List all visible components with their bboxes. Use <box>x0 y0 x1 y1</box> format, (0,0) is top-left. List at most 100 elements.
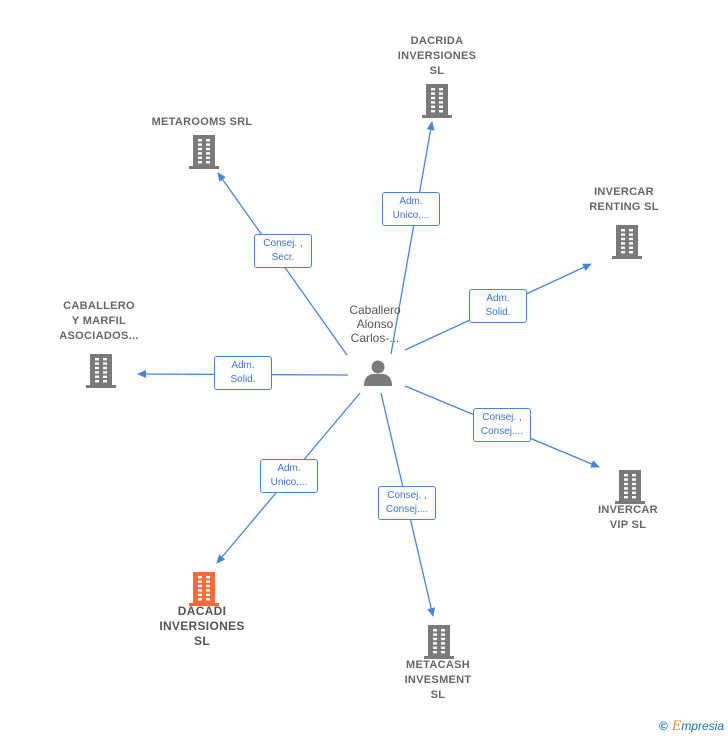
building-window <box>95 380 99 383</box>
building-window <box>629 251 633 254</box>
company-name-invercar-renting[interactable]: INVERCAR RENTING SL <box>589 186 659 213</box>
building-window <box>433 637 437 641</box>
building-icon[interactable] <box>86 354 116 388</box>
building-window <box>431 101 435 104</box>
building-window <box>439 92 443 95</box>
building-window <box>439 110 443 113</box>
building-window <box>629 246 633 249</box>
building-window <box>624 474 628 477</box>
relation-label-dacadi[interactable]: Adm. Unico,... <box>260 459 318 493</box>
company-name-metarooms[interactable]: METAROOMS SRL <box>151 116 253 128</box>
building-window <box>433 642 437 645</box>
building-window <box>198 152 202 155</box>
building-window <box>198 147 202 151</box>
building-window <box>629 242 633 245</box>
building-window <box>206 589 210 592</box>
building-window <box>198 143 202 146</box>
building-window <box>441 642 445 645</box>
building-window <box>95 358 99 361</box>
building-window <box>441 633 445 636</box>
building-window <box>439 101 443 104</box>
building-icon[interactable] <box>189 135 219 169</box>
company-name-dacadi[interactable]: DACADI INVERSIONES SL <box>159 604 245 648</box>
person-name[interactable]: Caballero Alonso Carlos-... <box>349 303 401 345</box>
building-window <box>103 362 107 365</box>
building-window <box>433 646 437 649</box>
building-window <box>632 487 636 490</box>
brand-name: mpresia <box>681 719 724 733</box>
building-window <box>629 237 633 241</box>
building-window <box>439 88 443 91</box>
building-window <box>621 237 625 241</box>
building-window <box>441 651 445 654</box>
building-window <box>95 362 99 365</box>
building-window <box>632 491 636 494</box>
building-window <box>629 233 633 236</box>
building-window <box>198 598 202 601</box>
building-icon[interactable] <box>612 225 642 259</box>
company-name-caballero-marfil[interactable]: CABALLERO Y MARFIL ASOCIADOS... <box>59 300 139 342</box>
building-window <box>431 110 435 113</box>
person-icon-head[interactable] <box>371 360 385 374</box>
relation-label-invercar-renting[interactable]: Adm. Solid. <box>469 289 527 323</box>
company-name-invercar-vip[interactable]: INVERCAR VIP SL <box>598 504 658 531</box>
building-window <box>206 593 210 596</box>
building-window <box>632 496 636 499</box>
building-window <box>206 584 210 588</box>
building-window <box>103 366 107 370</box>
building-window <box>206 156 210 159</box>
building-icon[interactable] <box>615 470 645 504</box>
building-window <box>103 358 107 361</box>
building-window <box>431 105 435 108</box>
building-window <box>206 147 210 151</box>
building-window <box>433 633 437 636</box>
building-window <box>624 491 628 494</box>
brand-initial: E <box>671 719 682 734</box>
building-window <box>621 229 625 232</box>
building-window <box>629 229 633 232</box>
building-window <box>198 161 202 164</box>
building-icon[interactable] <box>189 572 219 606</box>
building-window <box>439 105 443 108</box>
building-window <box>198 139 202 142</box>
building-icon[interactable] <box>424 625 454 659</box>
building-window <box>441 646 445 649</box>
building-window <box>95 371 99 374</box>
building-window <box>431 96 435 100</box>
building-window <box>441 637 445 641</box>
building-window <box>433 651 437 654</box>
building-window <box>624 482 628 486</box>
building-window <box>621 246 625 249</box>
building-window <box>103 375 107 378</box>
relation-edge-dacrida <box>390 121 435 355</box>
building-window <box>206 143 210 146</box>
building-window <box>198 589 202 592</box>
relation-label-metacash[interactable]: Consej. , Consej.... <box>378 486 436 520</box>
company-name-metacash[interactable]: METACASH INVESMENT SL <box>404 659 472 701</box>
building-window <box>624 478 628 481</box>
building-window <box>431 88 435 91</box>
building-window <box>95 375 99 378</box>
building-window <box>439 96 443 100</box>
building-window <box>632 482 636 486</box>
building-window <box>198 584 202 588</box>
building-window <box>206 598 210 601</box>
building-window <box>103 371 107 374</box>
relation-label-caballero-marfil[interactable]: Adm. Solid. <box>214 356 272 390</box>
relation-label-metarooms[interactable]: Consej. , Secr. <box>254 234 312 268</box>
building-window <box>206 139 210 142</box>
building-window <box>103 380 107 383</box>
building-window <box>441 629 445 632</box>
building-window <box>198 156 202 159</box>
building-window <box>621 242 625 245</box>
building-window <box>206 576 210 579</box>
building-window <box>206 580 210 583</box>
relation-label-invercar-vip[interactable]: Consej. , Consej.... <box>473 408 531 442</box>
relation-label-dacrida[interactable]: Adm. Unico,... <box>382 192 440 226</box>
building-window <box>632 474 636 477</box>
company-name-dacrida[interactable]: DACRIDA INVERSIONES SL <box>397 35 477 77</box>
building-window <box>198 593 202 596</box>
building-icon[interactable] <box>422 84 452 118</box>
person-icon[interactable] <box>364 374 392 386</box>
